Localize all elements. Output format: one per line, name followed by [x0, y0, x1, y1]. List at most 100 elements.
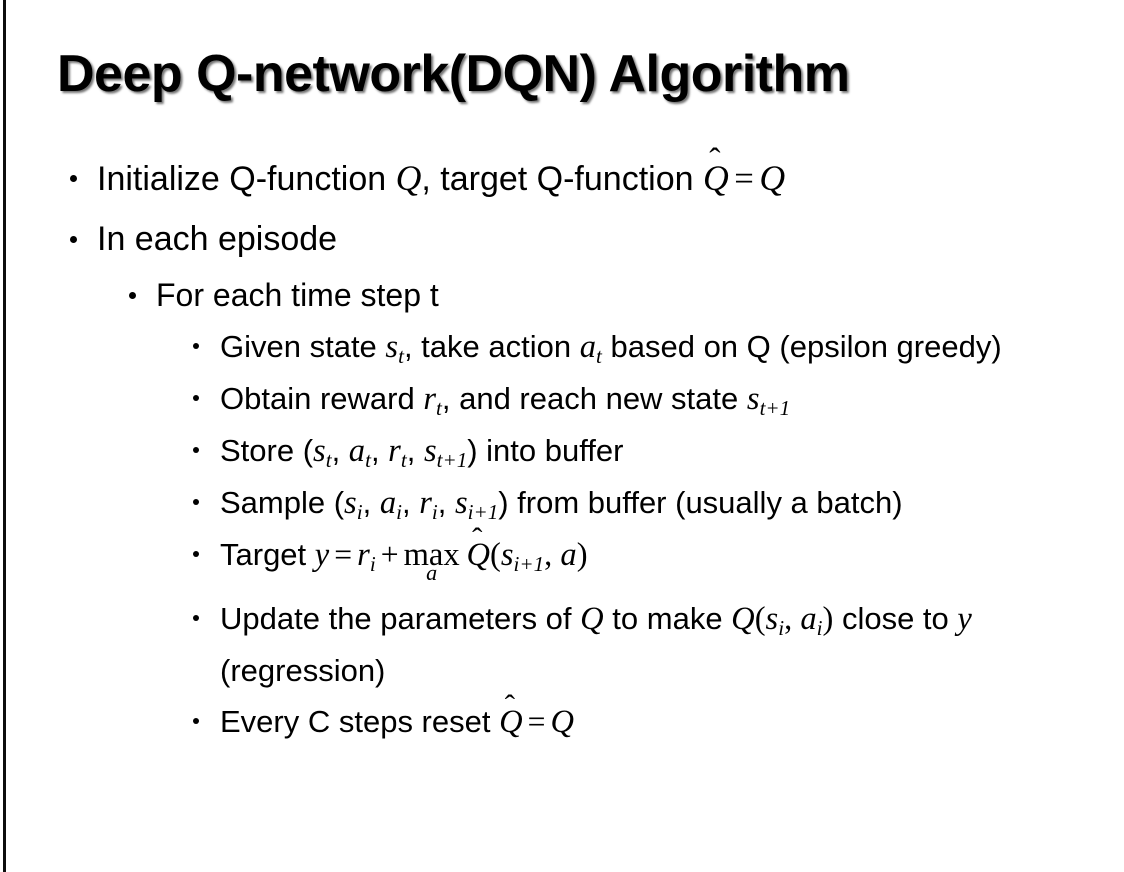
math-sub-t: t — [400, 447, 407, 472]
every-c-steps-pre: Every C steps reset — [220, 704, 500, 739]
sample-sep: , — [437, 485, 455, 520]
store-sep: , — [370, 433, 389, 468]
update-pre: Update the parameters of — [220, 601, 581, 636]
bullet-dot-icon — [129, 292, 136, 299]
math-comma: , — [544, 537, 561, 573]
bullet-store-text: Store (st, at, rt, st+1) into buffer — [220, 425, 1124, 477]
bullet-sample: Sample (si, ai, ri, si+1) from buffer (u… — [0, 477, 1124, 529]
math-var-a: a — [579, 329, 597, 365]
bullet-dot-icon — [193, 447, 199, 453]
math-var-r: r — [419, 485, 432, 521]
math-sub-t: t — [596, 343, 602, 368]
math-comma: , — [784, 601, 801, 637]
math-sub-i: i — [431, 499, 438, 524]
math-var-q2: Q — [731, 601, 755, 637]
bullet-dot-icon — [193, 551, 199, 557]
math-sub-t-plus-1: t+1 — [436, 447, 468, 472]
math-qhat-base: Q — [466, 537, 490, 573]
math-var-q: Q — [395, 158, 422, 198]
sample-sep: , — [401, 485, 420, 520]
update-tail: (regression) — [220, 653, 386, 688]
bullet-in-each-episode: In each episode — [0, 209, 1124, 269]
math-max-underset-a: a — [426, 559, 438, 585]
math-sub-i-plus-1: i+1 — [513, 551, 545, 576]
math-paren-open: ( — [489, 537, 501, 573]
given-state-mid: , take action — [403, 329, 580, 364]
math-equals: = — [334, 537, 353, 572]
math-var-q2: Q — [759, 158, 786, 198]
update-mid: to make — [603, 601, 732, 636]
math-var-y: y — [957, 601, 972, 637]
math-var-r: r — [357, 537, 370, 573]
bullet-initialize-text: Initialize Q-function Q, target Q-functi… — [97, 148, 1124, 209]
bullet-target: Target y=ri+maxâQ(si+1, a) — [0, 529, 1124, 593]
initialize-mid: , target Q-function — [421, 160, 703, 198]
bullet-for-each-time-step-text: For each time step t — [156, 277, 439, 313]
bullet-dot-icon — [70, 175, 77, 182]
math-var-s: s — [423, 433, 437, 469]
store-post: ) into buffer — [467, 433, 624, 468]
math-sub-i-plus-1: i+1 — [467, 499, 499, 524]
math-var-y: y — [314, 537, 330, 573]
store-sep: , — [406, 433, 424, 468]
store-pre: Store ( — [220, 433, 314, 468]
math-var-q: Q — [550, 704, 575, 740]
store-sep: , — [331, 433, 349, 468]
math-sub-t: t — [436, 395, 442, 420]
math-var-a: a — [560, 537, 577, 573]
sample-pre: Sample ( — [220, 485, 345, 520]
page-title: Deep Q-network(DQN) Algorithm — [57, 45, 850, 103]
math-var-a: a — [379, 485, 397, 521]
bullet-given-state: Given state st, take action at based on … — [0, 321, 1124, 373]
bullet-dot-icon — [70, 236, 77, 243]
bullet-initialize: Initialize Q-function Q, target Q-functi… — [0, 148, 1124, 209]
bullet-target-text: Target y=ri+maxâQ(si+1, a) — [220, 529, 1124, 583]
math-sub-i: i — [778, 615, 785, 640]
bullet-dot-icon — [193, 718, 199, 724]
math-var-r: r — [423, 381, 436, 417]
math-equals: = — [527, 704, 546, 739]
bullet-update: Update the parameters of Q to make Q(si,… — [0, 593, 1124, 696]
math-sub-i: i — [369, 551, 376, 576]
sample-post: ) from buffer (usually a batch) — [498, 485, 903, 520]
bullet-in-each-episode-text: In each episode — [97, 220, 338, 258]
math-var-s: s — [454, 485, 468, 521]
math-sub-t: t — [325, 447, 332, 472]
math-max-base: max — [403, 537, 460, 573]
obtain-reward-pre: Obtain reward — [220, 381, 424, 416]
bullet-sample-text: Sample (si, ai, ri, si+1) from buffer (u… — [220, 477, 1124, 529]
math-sub-t: t — [365, 447, 371, 472]
math-qhat: ̂Q — [499, 706, 523, 739]
bullet-given-state-text: Given state st, take action at based on … — [220, 321, 1124, 373]
math-var-q: Q — [580, 601, 604, 637]
algorithm-bullet-list: Initialize Q-function Q, target Q-functi… — [0, 148, 1124, 748]
bullet-every-c-steps-text: Every C steps reset ̂Q=Q — [220, 696, 1124, 748]
bullet-obtain-reward-text: Obtain reward rt, and reach new state st… — [220, 373, 1124, 425]
bullet-dot-icon — [193, 343, 199, 349]
initialize-pre: Initialize Q-function — [97, 160, 396, 198]
math-qhat: ̂Q — [466, 539, 490, 572]
bullet-store: Store (st, at, rt, st+1) into buffer — [0, 425, 1124, 477]
math-plus: + — [380, 537, 399, 572]
math-qhat: ̂Q — [703, 160, 729, 197]
math-sub-t: t — [398, 343, 404, 368]
math-sub-i: i — [396, 499, 402, 524]
left-edge-rule — [3, 0, 6, 872]
math-paren-close: ) — [576, 537, 588, 573]
bullet-dot-icon — [193, 395, 199, 401]
math-var-s: s — [746, 381, 760, 417]
update-post: close to — [833, 601, 958, 636]
bullet-dot-icon — [193, 499, 199, 505]
math-equals: = — [734, 159, 754, 198]
math-sub-i: i — [816, 615, 823, 640]
sample-sep: , — [362, 485, 380, 520]
given-state-pre: Given state — [220, 329, 386, 364]
given-state-post: based on Q (epsilon greedy) — [601, 329, 1002, 364]
bullet-update-text: Update the parameters of Q to make Q(si,… — [220, 593, 1124, 696]
math-sub-t-plus-1: t+1 — [759, 395, 791, 420]
bullet-every-c-steps: Every C steps reset ̂Q=Q — [0, 696, 1124, 748]
math-sub-i: i — [356, 499, 363, 524]
math-var-s: s — [765, 601, 779, 637]
